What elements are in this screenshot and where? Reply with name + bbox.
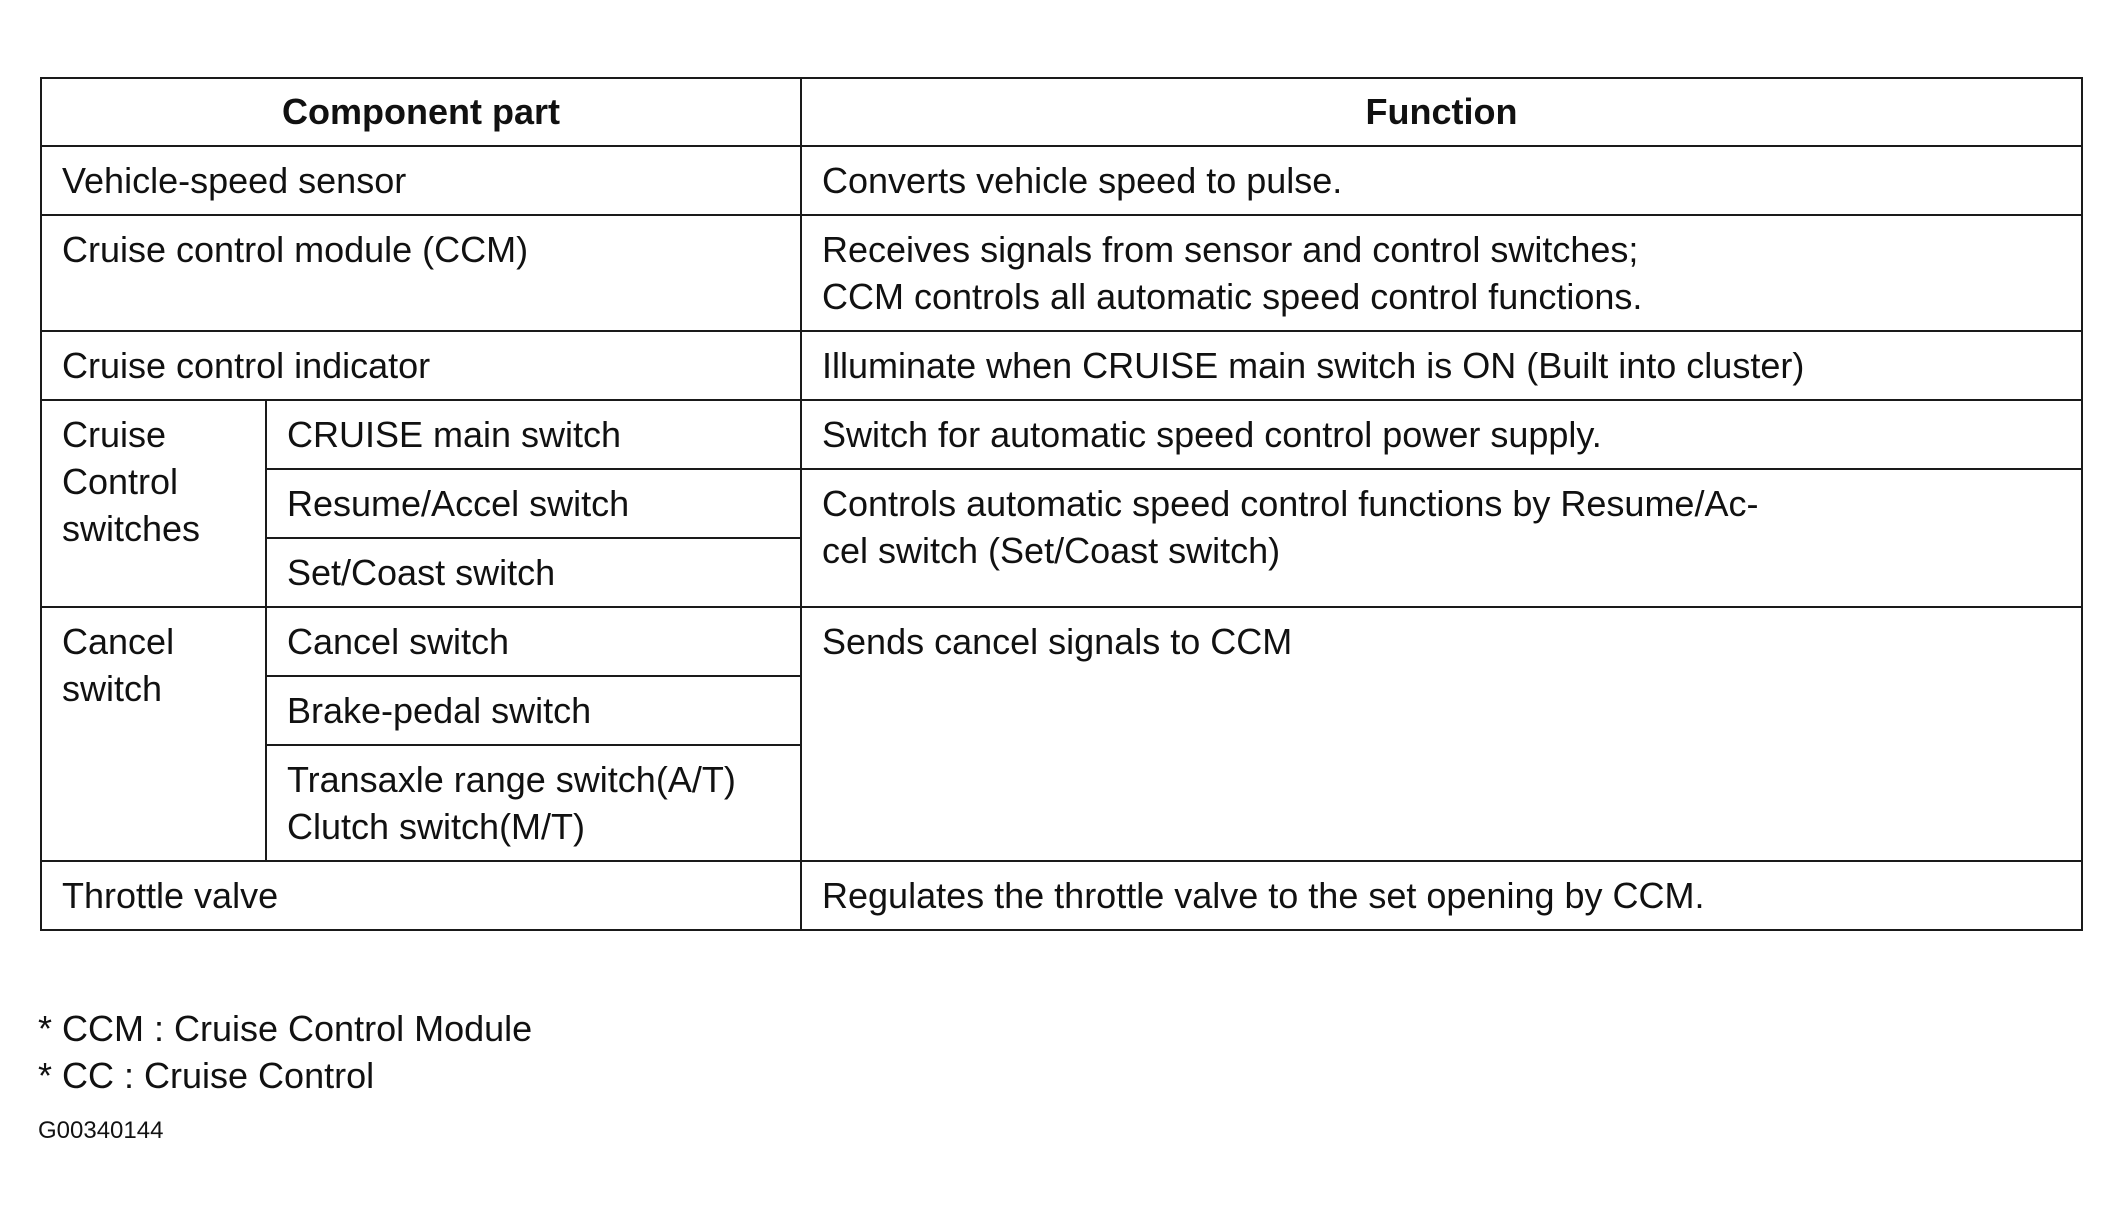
function-cell: Receives signals from sensor and control…	[800, 214, 2084, 332]
table-row: Cancel switch Cancel switch Sends cancel…	[40, 606, 2084, 862]
function-line: Controls automatic speed control functio…	[822, 483, 1759, 524]
table-header-row: Component part Function	[39, 77, 2084, 147]
group-line: Control	[62, 461, 179, 502]
table-row: Throttle valve Regulates the throttle va…	[39, 860, 2084, 931]
function-line: cel switch (Set/Coast switch)	[822, 530, 1281, 571]
component-cell: CRUISE main switch	[264, 399, 803, 470]
component-cell: Cancel switch	[264, 606, 803, 677]
function-cell: Regulates the throttle valve to the set …	[800, 860, 2084, 931]
function-cell: Sends cancel signals to CCM	[800, 606, 2084, 862]
function-cell: Converts vehicle speed to pulse.	[800, 145, 2084, 216]
function-line: Receives signals from sensor and control…	[822, 229, 1639, 270]
group-line: switch	[62, 668, 163, 709]
group-line: Cancel	[62, 621, 175, 662]
component-cell: Resume/Accel switch	[264, 468, 803, 539]
component-line: Clutch switch(M/T)	[287, 806, 586, 847]
table-row: Vehicle-speed sensor Converts vehicle sp…	[39, 145, 2084, 216]
component-function-table: Component part Function Vehicle-speed se…	[39, 77, 2084, 931]
component-cell: Set/Coast switch	[264, 537, 803, 608]
component-cell: Cruise control module (CCM)	[39, 214, 803, 332]
group-cell-control-switches: Cruise Control switches	[40, 399, 267, 608]
table-row: Brake-pedal switch	[41, 675, 2082, 746]
table-row: Cruise control module (CCM) Receives sig…	[39, 214, 2084, 332]
component-cell: Brake-pedal switch	[264, 675, 803, 746]
function-cell: Controls automatic speed control functio…	[800, 468, 2084, 608]
header-function: Function	[800, 77, 2084, 147]
function-line: CCM controls all automatic speed control…	[822, 276, 1643, 317]
footnotes: * CCM : Cruise Control Module * CC : Cru…	[38, 1005, 532, 1099]
function-cell: Illuminate when CRUISE main switch is ON…	[800, 330, 2084, 401]
table-row: Cruise control indicator Illuminate when…	[39, 330, 2084, 401]
component-cell: Vehicle-speed sensor	[39, 145, 803, 216]
function-cell: Switch for automatic speed control power…	[800, 399, 2084, 470]
group-line: Cruise	[62, 414, 167, 455]
figure-id: G00340144	[38, 1117, 164, 1144]
component-cell: Cruise control indicator	[39, 330, 803, 401]
component-cell: Throttle valve	[39, 860, 803, 931]
footnote: * CC : Cruise Control	[38, 1055, 375, 1096]
table-row: Set/Coast switch	[41, 537, 2082, 608]
footnote: * CCM : Cruise Control Module	[38, 1008, 533, 1049]
component-line: Transaxle range switch(A/T)	[287, 759, 736, 800]
table-row: Resume/Accel switch Controls automatic s…	[41, 468, 2084, 608]
group-cell-cancel-switch: Cancel switch	[40, 606, 267, 862]
component-cell: Transaxle range switch(A/T) Clutch switc…	[264, 744, 803, 862]
group-line: switches	[62, 508, 201, 549]
header-component-part: Component part	[39, 77, 803, 147]
table-row: Transaxle range switch(A/T) Clutch switc…	[41, 744, 2082, 862]
table-row: Cruise Control switches CRUISE main swit…	[40, 399, 2084, 608]
